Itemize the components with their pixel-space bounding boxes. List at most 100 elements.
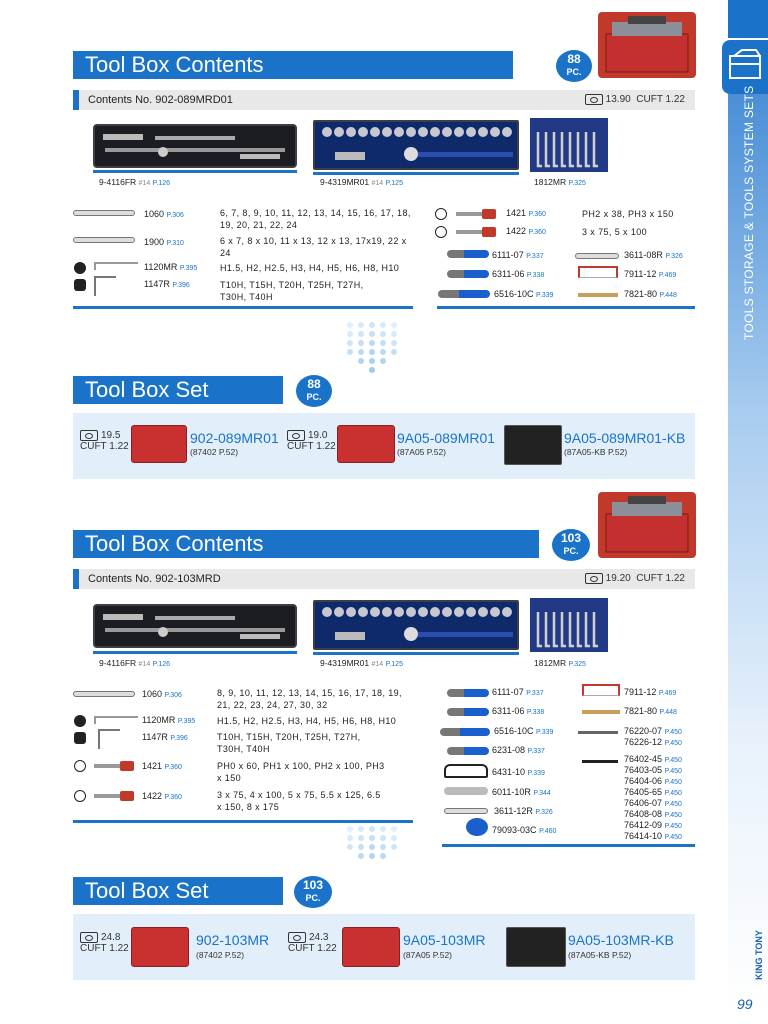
cutter-icon	[444, 764, 488, 778]
weight-icon	[288, 932, 306, 943]
tool-code: 6011-10R P.344	[492, 787, 551, 797]
set-name: 9A05-089MR01-KB	[564, 430, 686, 446]
set-ref: (87402 P.52)	[196, 950, 245, 960]
hacksaw-icon	[578, 266, 618, 278]
torx-key-icon	[74, 279, 86, 291]
tool-spec: 6 x 7, 8 x 10, 11 x 13, 12 x 13, 17x19, …	[220, 236, 407, 258]
tray-label: 1812MR P.325	[534, 658, 586, 668]
toolbox-category-icon	[722, 40, 768, 94]
tool-code: 6516-10C P.339	[494, 726, 554, 736]
tool-spec: T10H, T15H, T20H, T25H, T27H, T30H, T40H	[217, 732, 361, 754]
tool-code: 76408-08 P.450	[624, 809, 682, 819]
tool-code: 76406-07 P.450	[624, 798, 682, 808]
contents-number-bar-1: Contents No. 902-089MRD01 13.90 CUFT 1.2…	[73, 90, 695, 110]
combination-wrench-icon	[73, 691, 135, 697]
tool-code: 7911-12 P.469	[624, 269, 677, 279]
tray-label: 1812MR P.325	[534, 177, 586, 187]
tray-4319mr01	[313, 120, 519, 170]
plier-icon	[447, 747, 489, 755]
tray-4116fr	[93, 604, 297, 648]
weight-icon	[80, 430, 98, 441]
section-divider	[73, 820, 413, 823]
tool-code: 1120MR P.395	[144, 262, 198, 272]
side-bar-top	[728, 0, 768, 38]
hex-key-icon	[74, 262, 86, 274]
phillips-symbol-icon	[74, 760, 86, 772]
tool-code: 1060 P.306	[142, 689, 182, 699]
tray-label: 9-4319MR01 #14 P.125	[320, 658, 403, 668]
weight-icon	[80, 932, 98, 943]
tool-code: 1060 P.306	[144, 209, 184, 219]
weight-cuft-info: 19.20 CUFT 1.22	[584, 569, 685, 589]
set-ref: (87A05 P.52)	[397, 447, 447, 457]
section-header-set-103: Tool Box Set	[73, 877, 283, 905]
red-toolbox-image	[131, 927, 189, 967]
l-torx-icon	[98, 729, 120, 749]
tool-code: 6231-08 P.337	[492, 745, 545, 755]
set-name: 9A05-103MR-KB	[568, 932, 674, 948]
set-name: 902-089MR01	[190, 430, 279, 446]
l-torx-icon	[94, 276, 116, 296]
down-arrow-dots-icon	[347, 322, 399, 373]
tool-spec: PH0 x 60, PH1 x 100, PH2 x 100, PH3 x 15…	[217, 761, 385, 783]
tool-code: 76404-06 P.450	[624, 776, 682, 786]
tool-spec: T10H, T15H, T20H, T25H, T27H, T30H, T40H	[220, 280, 364, 302]
toolbox-photo-103	[598, 492, 696, 558]
toolbox-photo-88	[598, 12, 696, 78]
section-header-set-88: Tool Box Set	[73, 376, 283, 404]
tray-label: 9-4319MR01 #14 P.125	[320, 177, 403, 187]
tool-code: 6111-07 P.337	[492, 687, 544, 697]
red-toolbox-image	[337, 425, 395, 463]
tray-divider	[313, 172, 519, 175]
plier-icon	[447, 250, 489, 258]
tool-code: 1421 P.360	[142, 761, 182, 771]
tray-4116fr	[93, 124, 297, 168]
tool-code: 6431-10 P.339	[492, 767, 545, 777]
screwdriver-icon	[456, 209, 496, 219]
tool-code: 6111-07 P.337	[492, 250, 544, 260]
tray-label: 9-4116FR #14 P.126	[99, 177, 170, 187]
section-header-contents-88: Tool Box Contents	[73, 51, 513, 79]
section-vertical-title: TOOLS STORAGE & TOOLS SYSTEM SETS	[742, 85, 756, 340]
tool-spec: PH2 x 38, PH3 x 150	[582, 209, 674, 219]
tool-code: 1147R P.396	[144, 279, 190, 289]
set-name: 9A05-103MR	[403, 932, 486, 948]
plier-icon	[447, 689, 489, 697]
hacksaw-icon	[582, 684, 620, 696]
plier-icon	[438, 290, 490, 298]
section-divider	[442, 844, 695, 847]
black-toolbox-image	[504, 425, 562, 465]
tool-code: 79093-03C P.460	[492, 825, 557, 835]
tool-code: 3611-12R P.326	[494, 806, 553, 816]
contents-number-bar-2: Contents No. 902-103MRD 19.20 CUFT 1.22	[73, 569, 695, 589]
tool-spec: 6, 7, 8, 9, 10, 11, 12, 13, 14, 15, 16, …	[220, 208, 411, 230]
set-ref: (87402 P.52)	[190, 447, 239, 457]
set-ref: (87A05-KB P.52)	[564, 447, 628, 457]
adjustable-wrench-icon	[444, 808, 488, 814]
page-number: 99	[737, 996, 753, 1012]
l-key-icon	[94, 262, 138, 270]
adjustable-wrench-icon	[575, 253, 619, 259]
tool-code: 76402-45 P.450	[624, 754, 682, 764]
tool-code: 7911-12 P.469	[624, 687, 677, 697]
tool-code: 76414-10 P.450	[624, 831, 682, 841]
tool-spec: H1.5, H2, H2.5, H3, H4, H5, H6, H8, H10	[220, 263, 400, 273]
screwdriver-icon	[456, 227, 496, 237]
red-toolbox-image	[342, 927, 400, 967]
black-toolbox-image	[506, 927, 566, 967]
set-name: 9A05-089MR01	[397, 430, 496, 446]
tray-divider	[93, 651, 297, 654]
down-arrow-dots-icon	[347, 826, 399, 859]
tool-code: 76403-05 P.450	[624, 765, 682, 775]
tray-divider	[93, 170, 297, 173]
tray-label: 9-4116FR #14 P.126	[99, 658, 170, 668]
tray-1812mr-roll	[530, 118, 608, 172]
contents-number: Contents No. 902-103MRD	[88, 573, 221, 585]
tool-code: 7821-80 P.448	[624, 289, 677, 299]
section-divider	[73, 306, 413, 309]
weight-icon	[584, 572, 603, 584]
